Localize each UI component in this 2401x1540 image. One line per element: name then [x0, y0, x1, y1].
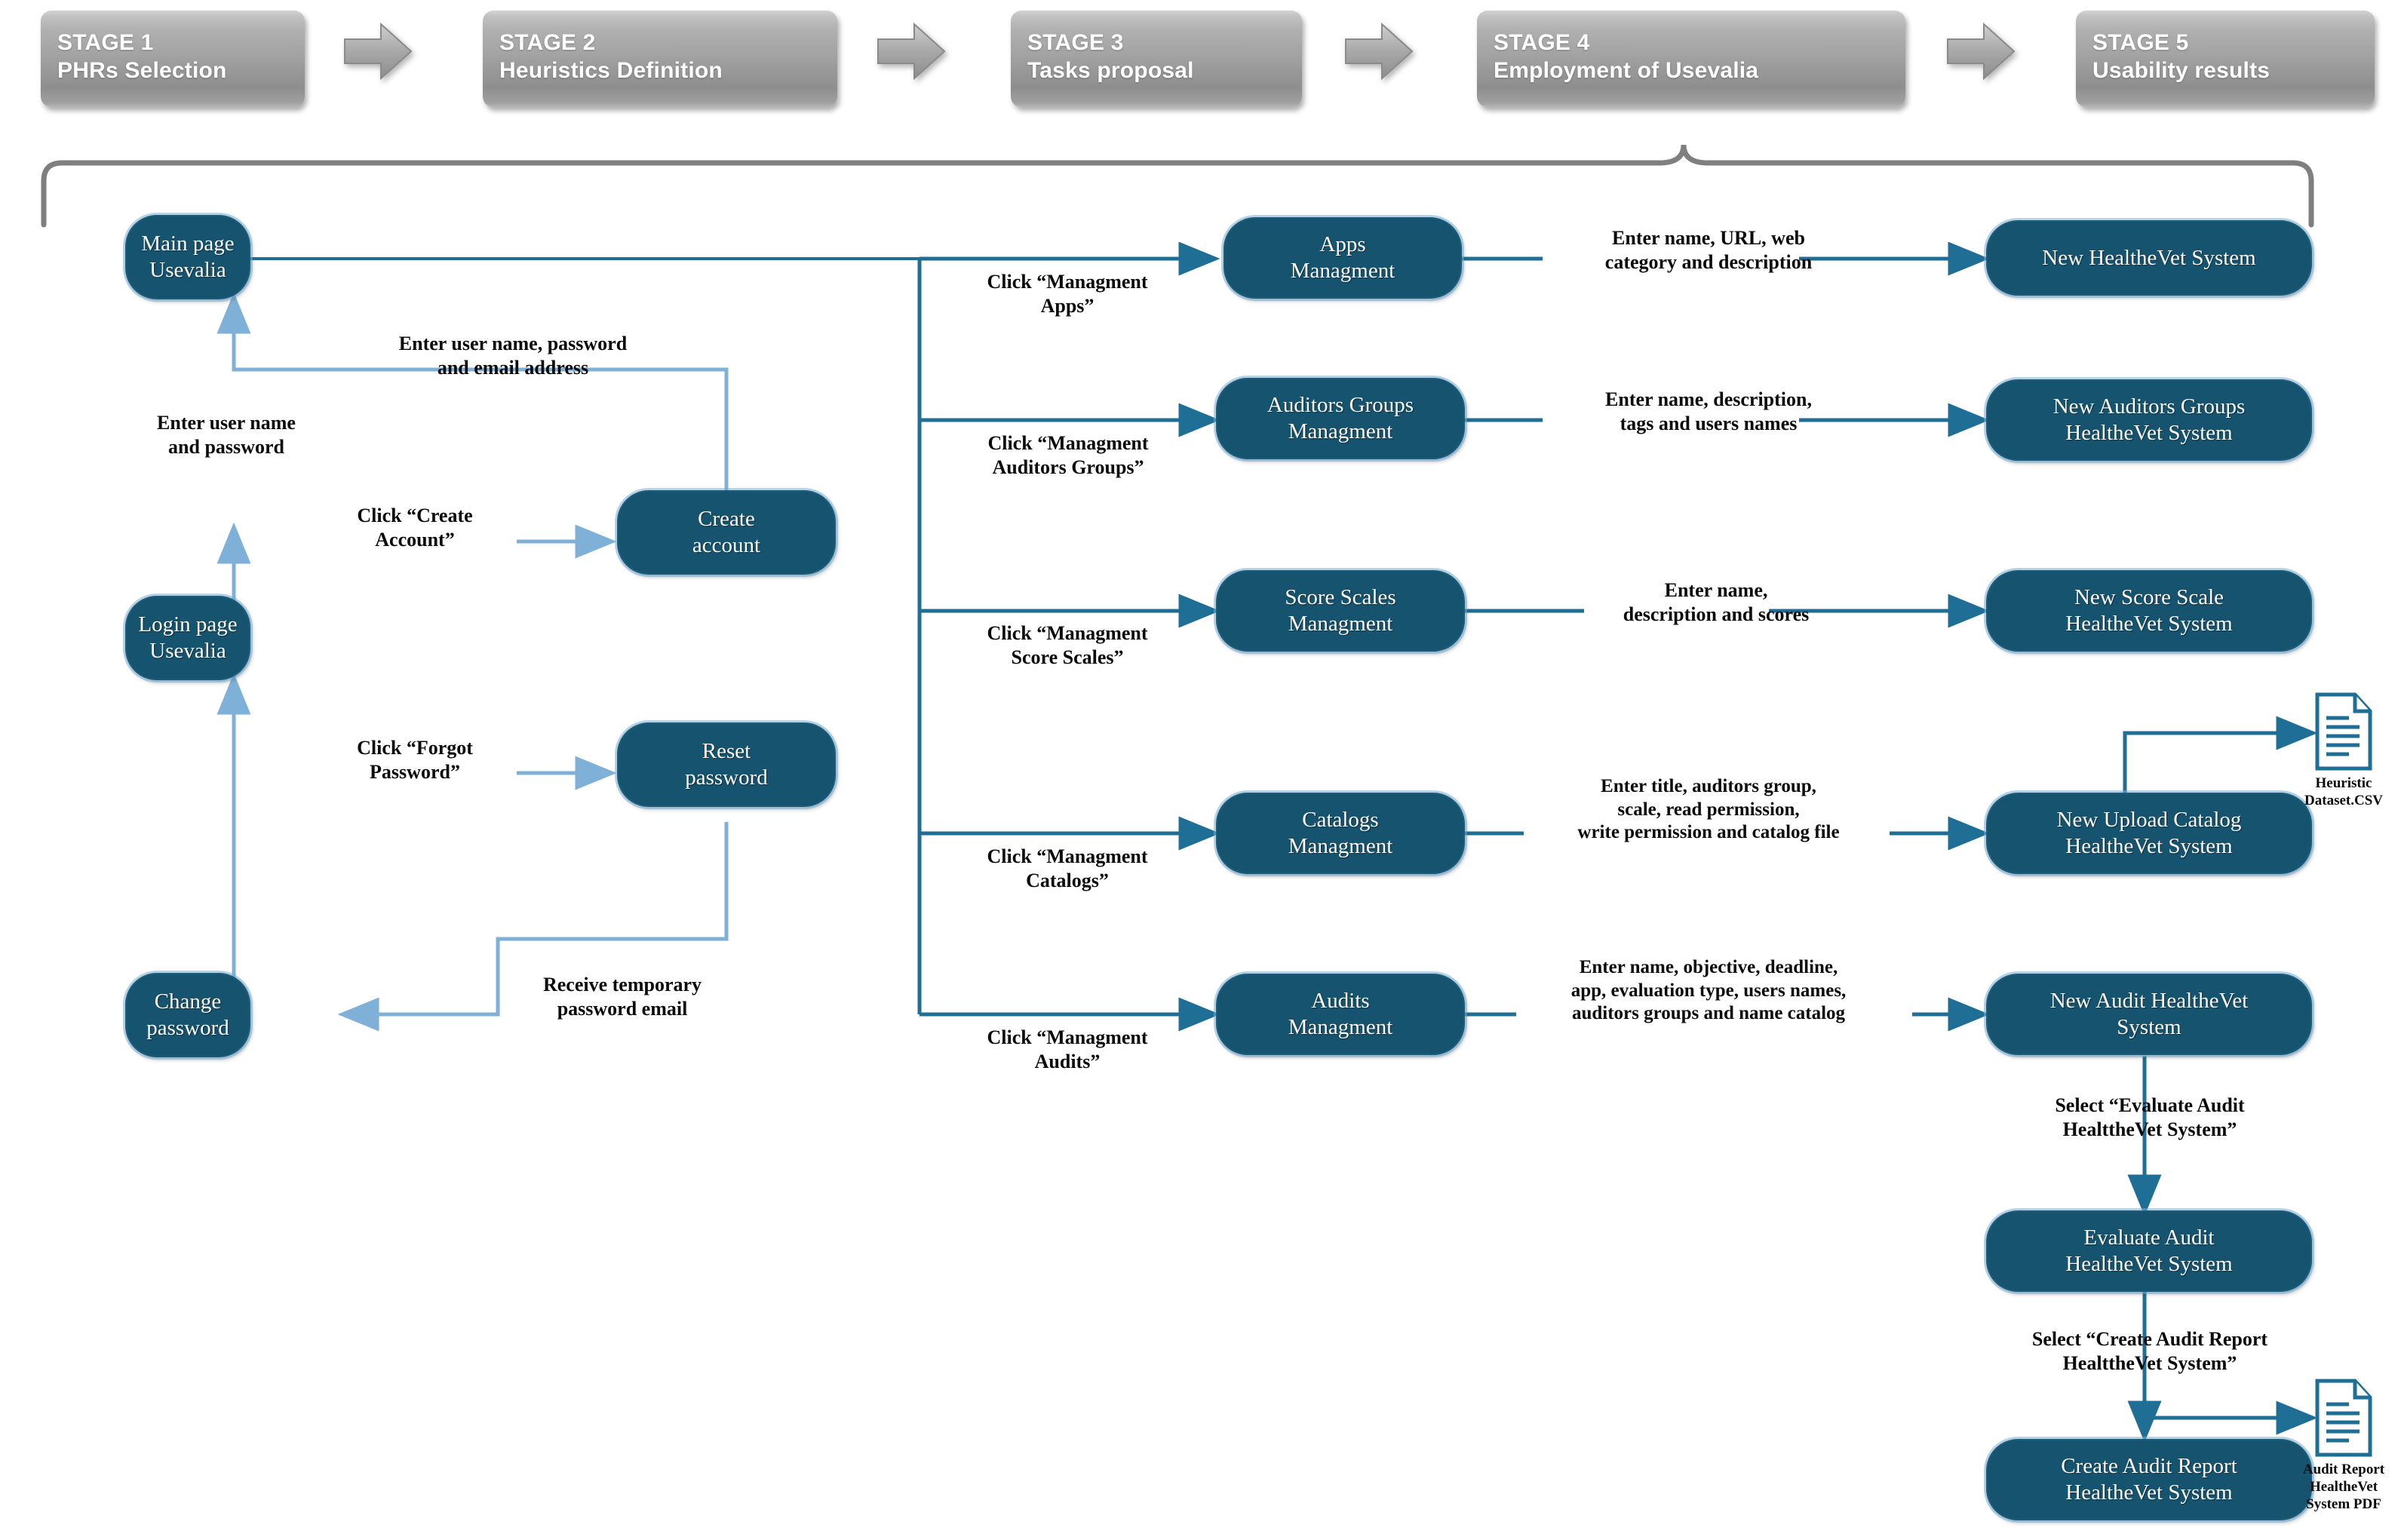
edge-label-click-managment-catalogs: Click “Managment Catalogs”	[987, 845, 1148, 891]
stage-box-4: STAGE 4 Employment of Usevalia	[1477, 11, 1905, 107]
edge-label-enter-score-scale-fields: Enter name, description and scores	[1623, 579, 1810, 625]
node-auditors-groups-managment[interactable]: Auditors Groups Managment	[1216, 378, 1465, 459]
node-main-page-label: Main page Usevalia	[141, 232, 235, 282]
edge-label-enter-auditors-groups-fields: Enter name, description, tags and users …	[1605, 388, 1812, 434]
edge-label-enter-user-pass-email: Enter user name, password and email addr…	[398, 333, 628, 379]
node-change-password[interactable]: Change password	[125, 973, 250, 1057]
node-new-upload-catalog-healthevet-label: New Upload Catalog HealtheVet System	[2056, 808, 2242, 858]
edge-label-click-managment-audits: Click “Managment Audits”	[987, 1026, 1148, 1072]
node-new-upload-catalog-healthevet[interactable]: New Upload Catalog HealtheVet System	[1986, 793, 2312, 874]
node-main-page-usevalia[interactable]: Main page Usevalia	[125, 215, 250, 299]
node-create-audit-report-healthevet[interactable]: Create Audit Report HealtheVet System	[1986, 1439, 2312, 1520]
node-audits-managment-label: Audits Managment	[1288, 989, 1393, 1039]
stage-2-title: Heuristics Definition	[499, 58, 723, 83]
node-new-score-scale-healthevet-label: New Score Scale HealtheVet System	[2065, 585, 2233, 636]
stage-4-number: STAGE 4	[1494, 30, 1590, 56]
node-apps-managment-label: Apps Managment	[1290, 232, 1395, 283]
stage-box-1: STAGE 1 PHRs Selection	[41, 11, 305, 107]
edge-label-enter-catalog-fields: Enter title, auditors group, scale, read…	[1577, 776, 1840, 842]
edge-label-click-forgot-password: Click “Forgot Password”	[357, 737, 473, 783]
node-reset-password-label: Reset password	[685, 739, 768, 790]
node-catalogs-managment[interactable]: Catalogs Managment	[1216, 793, 1465, 874]
stage-arrow-3-to-4	[1345, 23, 1414, 80]
heuristic-dataset-document-icon	[2315, 692, 2372, 771]
node-change-password-label: Change password	[146, 989, 229, 1040]
node-create-audit-report-healthevet-label: Create Audit Report HealtheVet System	[2061, 1454, 2237, 1505]
stage-box-2: STAGE 2 Heuristics Definition	[483, 11, 837, 107]
node-login-page-label: Login page Usevalia	[138, 612, 238, 663]
edge-label-enter-apps-fields: Enter name, URL, web category and descri…	[1604, 227, 1813, 273]
node-new-audit-healthevet[interactable]: New Audit HealtheVet System	[1986, 974, 2312, 1055]
stage-arrow-2-to-3	[877, 23, 946, 80]
node-reset-password[interactable]: Reset password	[617, 722, 836, 807]
node-new-auditors-groups-healthevet-label: New Auditors Groups HealtheVet System	[2053, 394, 2246, 445]
audit-report-document-caption: Audit Report HealtheVet System PDF	[2302, 1462, 2385, 1512]
edge-label-enter-user-pass: Enter user name and password	[157, 412, 296, 458]
node-audits-managment[interactable]: Audits Managment	[1216, 974, 1465, 1055]
node-new-healthevet-system-label: New HealtheVet System	[2042, 245, 2256, 270]
stage-5-number: STAGE 5	[2092, 30, 2189, 56]
node-new-auditors-groups-healthevet[interactable]: New Auditors Groups HealtheVet System	[1986, 379, 2312, 461]
node-apps-managment[interactable]: Apps Managment	[1224, 217, 1462, 299]
stage-arrow-1-to-2	[344, 23, 413, 80]
node-new-score-scale-healthevet[interactable]: New Score Scale HealtheVet System	[1986, 570, 2312, 652]
node-new-healthevet-system[interactable]: New HealtheVet System	[1986, 220, 2312, 296]
edge-label-select-create-audit-report: Select “Create Audit Report HealttheVet …	[2031, 1328, 2268, 1374]
stage-2-number: STAGE 2	[499, 30, 596, 56]
stage-4-title: Employment of Usevalia	[1494, 58, 1759, 83]
node-create-account[interactable]: Create account	[617, 490, 836, 575]
edge-label-click-managment-apps: Click “Managment Apps”	[987, 271, 1148, 317]
node-new-audit-healthevet-label: New Audit HealtheVet System	[2049, 989, 2249, 1039]
edge-label-click-create-account: Click “Create Account”	[357, 505, 473, 551]
audit-report-document-icon	[2315, 1379, 2372, 1457]
stage-4-brace	[41, 144, 2314, 228]
edge-label-receive-temp-password-email: Receive temporary password email	[542, 974, 702, 1020]
stage-1-number: STAGE 1	[57, 30, 154, 56]
stage-5-title: Usability results	[2092, 58, 2271, 83]
stage-1-title: PHRs Selection	[57, 58, 227, 83]
stage-3-number: STAGE 3	[1027, 30, 1124, 56]
node-evaluate-audit-healthevet[interactable]: Evaluate Audit HealtheVet System	[1986, 1210, 2312, 1292]
stage-arrow-4-to-5	[1947, 23, 2016, 80]
node-score-scales-managment-label: Score Scales Managment	[1285, 585, 1396, 636]
stage-3-title: Tasks proposal	[1027, 58, 1194, 83]
edge-label-select-evaluate-audit: Select “Evaluate Audit HealttheVet Syste…	[2055, 1094, 2245, 1140]
node-auditors-groups-managment-label: Auditors Groups Managment	[1267, 393, 1414, 443]
node-score-scales-managment[interactable]: Score Scales Managment	[1216, 570, 1465, 652]
edge-label-enter-audit-fields: Enter name, objective, deadline, app, ev…	[1570, 957, 1847, 1023]
edge-label-click-managment-score-scales: Click “Managment Score Scales”	[987, 622, 1148, 668]
node-create-account-label: Create account	[692, 507, 761, 557]
stage-box-3: STAGE 3 Tasks proposal	[1011, 11, 1302, 107]
node-catalogs-managment-label: Catalogs Managment	[1288, 808, 1393, 858]
node-evaluate-audit-healthevet-label: Evaluate Audit HealtheVet System	[2065, 1226, 2233, 1276]
node-login-page-usevalia[interactable]: Login page Usevalia	[125, 596, 250, 680]
edge-label-click-managment-auditors-groups: Click “Managment Auditors Groups”	[987, 432, 1149, 478]
stage-box-5: STAGE 5 Usability results	[2076, 11, 2375, 107]
heuristic-dataset-document-caption: Heuristic Dataset.CSV	[2304, 775, 2383, 808]
